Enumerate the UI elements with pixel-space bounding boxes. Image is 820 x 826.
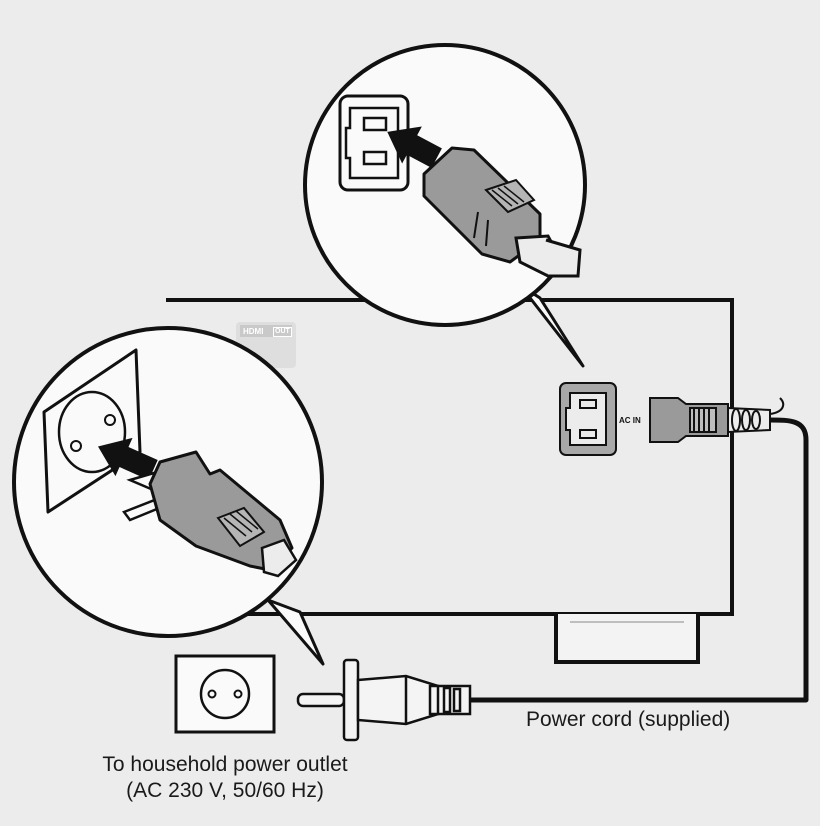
ac-in-socket	[559, 382, 617, 456]
hdmi-label: HDMI	[243, 327, 264, 336]
outlet-label-line1: To household power outlet	[102, 753, 348, 776]
outlet-label: To household power outlet (AC 230 V, 50/…	[60, 752, 390, 804]
power-cord	[470, 397, 809, 703]
callout-ac-inlet	[303, 43, 587, 368]
device-foot	[554, 614, 700, 664]
wall-outlet	[174, 654, 276, 734]
iec-plug-inserted	[649, 397, 771, 443]
ac-in-label: AC IN	[619, 416, 641, 425]
schuko-plug	[296, 658, 472, 742]
outlet-label-line2: (AC 230 V, 50/60 Hz)	[126, 779, 324, 802]
power-cord-label: Power cord (supplied)	[526, 708, 731, 731]
callout-wall-plug	[12, 326, 325, 666]
hdmi-out-label: OUT	[273, 327, 292, 337]
